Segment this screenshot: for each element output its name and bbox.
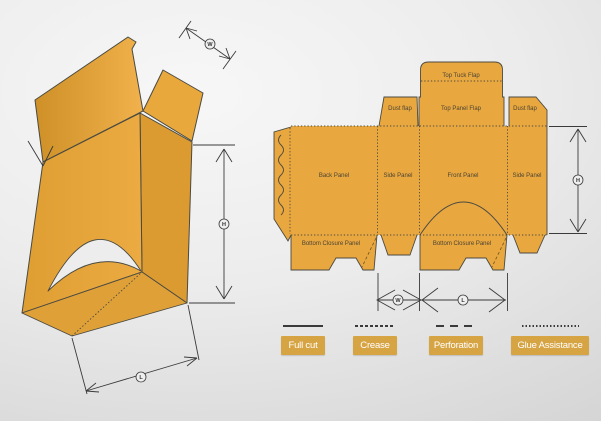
bottom-closure-right-shape [420,235,507,270]
perforation-label: Perforation [429,336,483,355]
box3d-dust-flap [142,69,204,142]
legend-item-crease: Crease [353,325,397,355]
side-panel-left-label: Side Panel [383,173,412,179]
dieline-template: Back Panel Side Panel Front Panel Side P… [273,61,548,271]
dieline-dimension-width: W [376,273,422,311]
glue-assistance-label: Glue Assistance [511,335,589,355]
box3d-dimension-length: L [71,304,200,395]
full-cut-label: Full cut [281,336,325,355]
legend-item-full-cut: Full cut [281,325,325,355]
box3d-dimension-width: W [178,20,237,70]
box3d-side-face [139,112,193,304]
dieline-length-letter: L [461,298,465,304]
main-panels-shape [291,126,547,235]
legend-item-glue-assistance: Glue Assistance [511,325,589,355]
crease-lines [289,80,547,236]
dieline-width-letter: W [395,298,401,304]
dieline-dimension-height: H [549,126,587,234]
crease-line-sample [355,325,395,327]
top-panel-flap-label: Top Panel Flap [441,106,482,112]
box3d-bottom-closure [21,271,188,337]
top-tuck-flap-label: Top Tuck Flap [442,73,480,79]
glue-flap-shape [274,127,291,241]
front-panel-label: Front Panel [447,173,478,179]
box-3d-illustration [21,36,204,337]
glue-assistance-line-sample [521,325,579,327]
box3d-dimension-height: H [189,144,235,304]
side-panel-right-label: Side Panel [512,173,541,179]
full-cut-line-sample [283,325,323,327]
dust-flap-right-shape [509,97,547,126]
back-panel-label: Back Panel [319,173,349,179]
glue-assistance-line [278,134,284,216]
dieline-height-letter: H [576,178,580,184]
bottom-closure-right-label: Bottom Closure Panel [433,241,491,247]
perforation-line-sample [436,325,476,327]
box3d-length-letter: L [139,375,143,381]
top-flap-assembly-shape [419,62,504,126]
dust-flap-left-label: Dust flap [388,106,412,112]
legend-item-perforation: Perforation [429,325,483,355]
box3d-left-arrow-mark [27,140,54,167]
dust-flap-right-label: Dust flap [513,106,537,112]
box3d-height-letter: H [222,222,226,228]
dust-flap-left-shape [379,97,418,126]
box3d-width-letter: W [207,42,213,48]
cut-lines [273,61,548,271]
perforation-lines [361,237,507,268]
front-panel-arch-cut [419,201,508,236]
bottom-closure-left-shape [291,235,377,270]
crease-label: Crease [353,336,397,355]
dieline-dimension-length: L [421,273,508,313]
bottom-tab-right-shape [513,235,545,253]
box3d-arch-cutout [47,239,142,292]
bottom-closure-left-label: Bottom Closure Panel [302,241,360,247]
bottom-tab-left-shape [381,235,417,255]
